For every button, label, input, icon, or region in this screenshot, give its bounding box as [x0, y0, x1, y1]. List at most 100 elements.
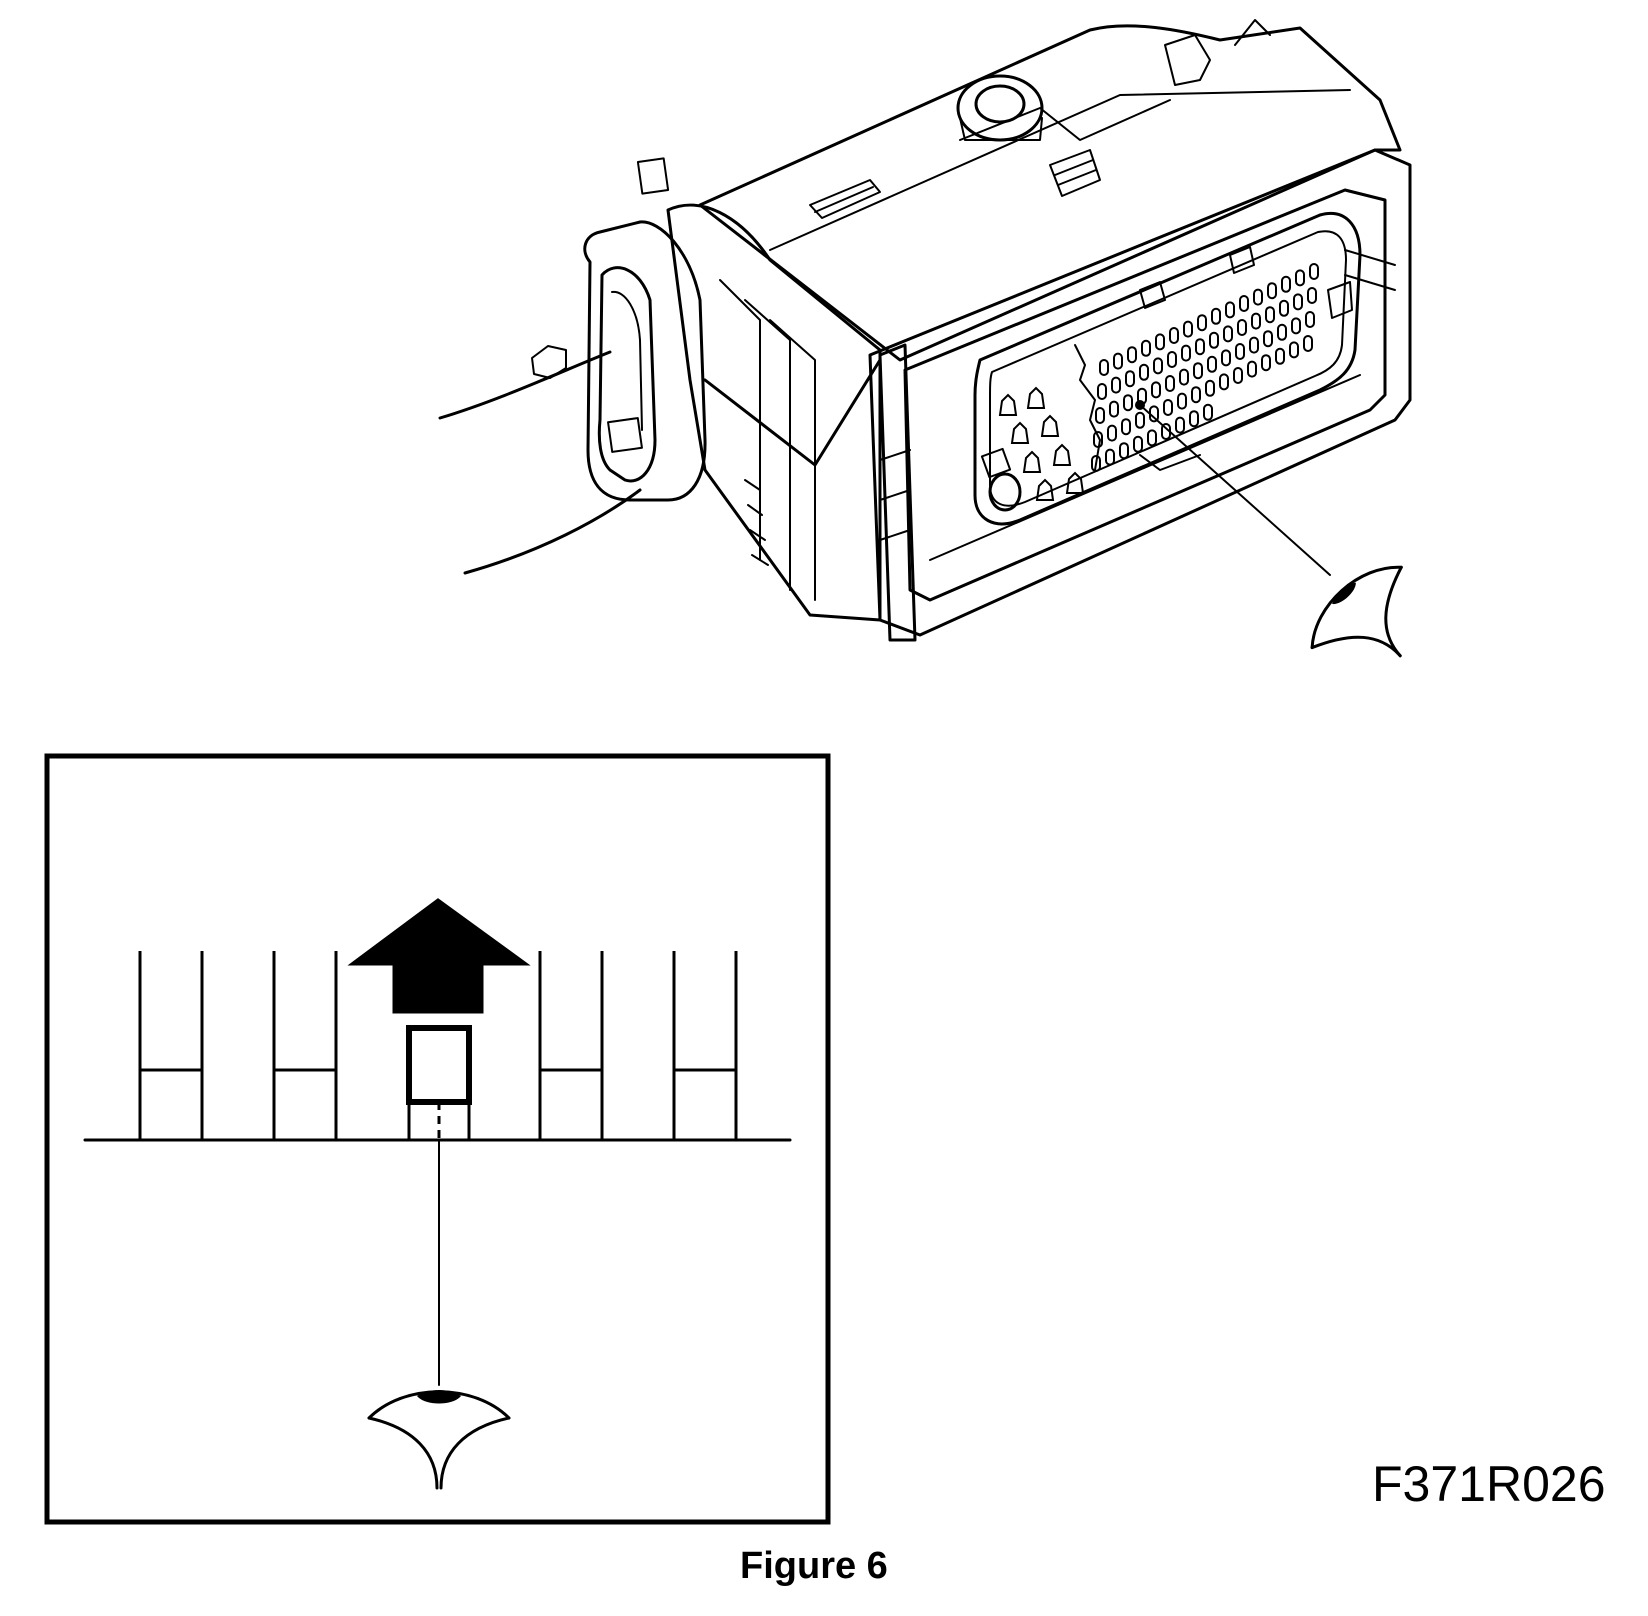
signal-pin — [1091, 455, 1101, 472]
push-direction-arrow-icon — [347, 898, 531, 1014]
connector-illustration — [438, 19, 1412, 658]
signal-pin — [1107, 424, 1117, 442]
signal-pin — [1249, 336, 1259, 354]
signal-pin — [1251, 312, 1261, 330]
signal-pin — [1219, 373, 1229, 391]
cable-guide-slot-3 — [769, 319, 816, 601]
signal-pin — [1189, 410, 1199, 428]
cable-guide-ridges — [744, 479, 769, 566]
top-clip-detail — [1234, 19, 1271, 46]
figure-caption: Figure 6 — [740, 1545, 888, 1587]
signal-pin — [1133, 435, 1143, 453]
signal-pin — [1309, 263, 1319, 280]
center-cavity-walls — [334, 951, 542, 1140]
inset-eye-icon — [367, 1390, 511, 1490]
keying-square — [980, 447, 1012, 479]
signal-pin — [1293, 293, 1303, 311]
cable-guide-frame — [666, 203, 882, 622]
signal-pin — [1209, 331, 1219, 349]
signal-pin — [1277, 323, 1287, 341]
signal-pin — [1233, 367, 1243, 384]
signal-pin — [1235, 343, 1245, 360]
signal-pin — [1111, 376, 1121, 394]
signal-pin — [1193, 362, 1203, 380]
signal-pin — [1095, 407, 1105, 424]
power-terminal — [1026, 386, 1046, 409]
housing-top — [698, 24, 1402, 362]
signal-pin — [1109, 400, 1119, 418]
signal-pin — [1141, 339, 1151, 357]
front-shroud-outer — [868, 148, 1412, 637]
signal-pin — [1097, 383, 1107, 400]
signal-pin — [1135, 411, 1145, 429]
signal-pin — [1181, 344, 1191, 362]
cable-guide-slot-2 — [744, 299, 791, 591]
power-terminal — [1022, 450, 1042, 473]
signal-pin — [1305, 311, 1315, 328]
signal-pin — [1239, 295, 1249, 312]
rear-boot-tab — [607, 417, 643, 453]
terminal-slot — [272, 951, 338, 1140]
pin-face-latch-2 — [1229, 246, 1255, 274]
highlighted-terminal — [406, 1025, 472, 1105]
signal-pin — [1205, 379, 1215, 397]
signal-pin — [1263, 330, 1273, 348]
signal-pin — [1183, 320, 1193, 338]
signal-pin — [1211, 307, 1221, 325]
inset-detail-view — [44, 753, 831, 1525]
power-terminal — [1035, 478, 1055, 501]
signal-pin — [1303, 335, 1313, 352]
front-shroud-bottom-rail — [929, 374, 1361, 561]
terminal-slot — [538, 951, 604, 1140]
signal-pin — [1123, 394, 1133, 412]
signal-pin — [1267, 282, 1277, 300]
signal-pin — [1253, 288, 1263, 306]
signal-pin — [1197, 314, 1207, 332]
rear-boot-outer — [583, 220, 707, 502]
signal-pin — [1155, 333, 1165, 351]
signal-pin — [1167, 351, 1177, 368]
pin-face-outer — [973, 212, 1362, 526]
view-leader-dot — [1135, 400, 1145, 410]
power-terminal — [1010, 421, 1030, 444]
rear-boot-inner — [597, 266, 657, 483]
signal-pin — [1247, 360, 1257, 378]
terminal-slot — [138, 951, 204, 1140]
wire-harness — [438, 350, 612, 420]
signal-pin — [1179, 368, 1189, 386]
rear-boot-latch — [636, 157, 670, 195]
signal-pin — [1221, 349, 1231, 367]
signal-pin — [1203, 403, 1213, 421]
signal-pin — [1113, 352, 1123, 370]
signal-pin — [1119, 442, 1129, 460]
top-vent-1 — [809, 179, 881, 219]
top-vent-2 — [1049, 149, 1101, 197]
signal-pin — [1223, 325, 1233, 343]
signal-pin — [1281, 275, 1291, 293]
signal-pin — [1163, 399, 1173, 416]
signal-pin — [1195, 338, 1205, 356]
latch-ring-inner — [974, 84, 1026, 124]
signal-pin — [1093, 431, 1103, 448]
right-latch — [1327, 281, 1353, 319]
power-terminal — [1040, 414, 1060, 437]
signal-pin — [1151, 381, 1161, 399]
signal-pin — [1121, 418, 1131, 436]
signal-pin — [1105, 448, 1115, 466]
signal-pin — [1191, 386, 1201, 404]
housing-top-step — [959, 99, 1171, 141]
view-leader-line — [1139, 404, 1331, 576]
signal-pin — [1265, 306, 1275, 324]
signal-pin — [1165, 375, 1175, 392]
pin-face-divider — [1074, 344, 1101, 471]
signal-pin — [1279, 299, 1289, 317]
power-terminal — [998, 393, 1018, 416]
wire-harness-lower — [463, 488, 642, 575]
front-shroud-right-rail — [1344, 249, 1396, 291]
terminal-slots — [138, 951, 738, 1140]
terminal-slot — [672, 951, 738, 1140]
signal-pin — [1147, 429, 1157, 447]
cable-guide-slot-1 — [719, 279, 761, 561]
rear-boot-ridge — [611, 290, 643, 431]
